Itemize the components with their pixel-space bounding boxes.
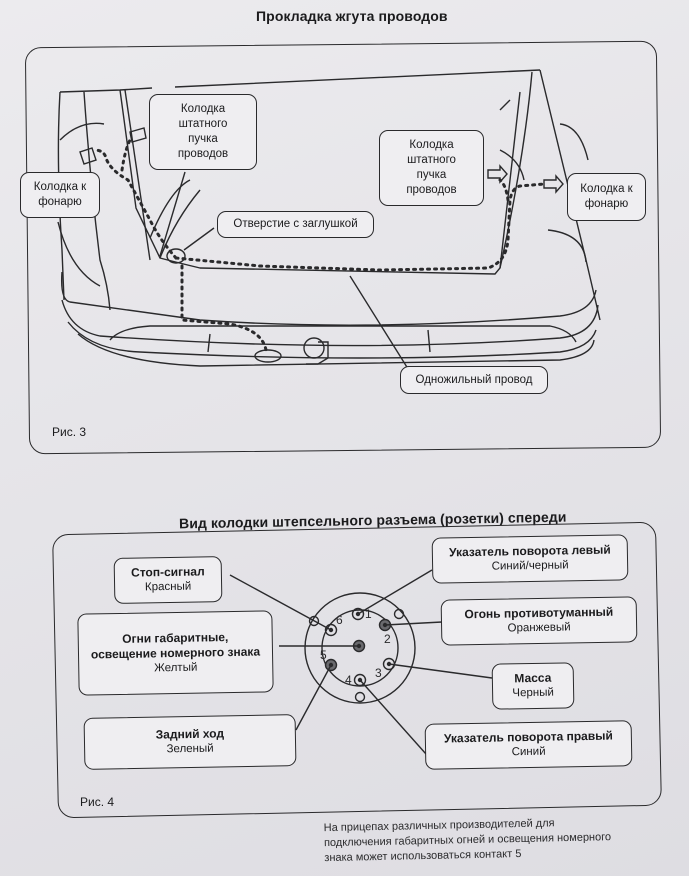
rear-door-left-edge: [83, 91, 111, 311]
harness-connector-arrow-left: [129, 127, 147, 143]
wire-route-main: [174, 182, 546, 272]
plug-hole-leader: [183, 227, 215, 251]
label-pin-2: Огонь противотуманный Оранжевый: [440, 596, 638, 646]
label-text: Колодка к фонарю: [33, 181, 87, 208]
label-lamp-connector-left: Колодка к фонарю: [20, 172, 100, 218]
pin-4-number: 4: [345, 673, 352, 687]
bumper-recess-tick-left: [207, 333, 211, 353]
bumper-upper: [60, 271, 597, 326]
label-text: Отверстие с заглушкой: [233, 218, 358, 230]
pin-function: Задний ход: [155, 726, 225, 742]
label-harness-connector-right: Колодка штатного пучка проводов: [379, 130, 484, 206]
hitch-socket-outline: [254, 349, 282, 363]
figure3-caption: Рис. 3: [52, 425, 87, 439]
label-pin-3: Масса Черный: [491, 662, 575, 710]
lamp-connector-arrow-left: [79, 147, 97, 165]
label-pin-center: Огни габаритные, освещение номерного зна…: [77, 610, 274, 696]
label-text: Колодка к фонарю: [580, 183, 633, 210]
car-body-left-pillar: [57, 91, 65, 301]
label-plug-hole: Отверстие с заглушкой: [217, 211, 374, 238]
pin-function: Стоп-сигнал: [130, 564, 205, 580]
pin-wire-color: Желтый: [154, 661, 198, 674]
pin-function: Огни габаритные, освещение номерного зна…: [90, 629, 261, 661]
car-body-right-pillar: [539, 69, 601, 321]
label-lamp-connector-right: Колодка к фонарю: [567, 173, 646, 221]
leader-pin-6: [229, 574, 332, 631]
footnote: На прицепах различных производителей для…: [323, 817, 612, 865]
bumper-mid: [61, 299, 599, 347]
leader-pin-5: [295, 664, 332, 731]
gate-fold: [124, 89, 151, 261]
pin-function: Огонь противотуманный: [464, 604, 614, 622]
pin-wire-color: Черный: [512, 686, 554, 700]
label-harness-connector-left: Колодка штатного пучка проводов: [149, 94, 257, 170]
leader-pin-1: [357, 569, 433, 615]
wire-route-left: [92, 138, 178, 260]
right-lamp: [547, 123, 589, 263]
pin-wire-color: Зеленый: [166, 742, 214, 756]
pin-1-number: 1: [365, 607, 372, 621]
left-lamp: [57, 122, 105, 287]
pin-wire-color: Синий: [511, 745, 546, 759]
leader-pin-2: [384, 621, 443, 626]
pin-wire-color: Оранжевый: [507, 621, 571, 635]
single-wire-leader: [349, 275, 411, 373]
label-pin-4: Указатель поворота правый Синий: [424, 720, 633, 770]
rear-door-right-edge: [499, 71, 533, 269]
pin-function: Указатель поворота правый: [443, 728, 613, 746]
pin-5-number: 5: [320, 648, 327, 662]
label-text: Колодка штатного пучка проводов: [406, 139, 457, 196]
bumper-lower: [67, 321, 597, 359]
socket-key-hole: [308, 615, 320, 627]
label-text: Колодка штатного пучка проводов: [177, 103, 229, 160]
label-pin-1: Указатель поворота левый Синий/черный: [431, 534, 629, 584]
socket-outer-ring: [304, 592, 416, 704]
lamp-connector-arrow-right: [543, 174, 564, 194]
label-single-wire: Одножильный провод: [400, 366, 548, 394]
socket-key-hole: [354, 691, 366, 703]
tow-ball-icon: [303, 337, 329, 365]
leader-pin-4: [359, 679, 427, 755]
bumper-recess-tick-right: [427, 329, 431, 353]
socket-key-hole: [393, 608, 405, 620]
bumper-recess: [109, 325, 577, 343]
pin-wire-color: Синий/черный: [491, 559, 569, 573]
pin-function: Масса: [514, 670, 552, 686]
label-text: Одножильный провод: [415, 373, 533, 386]
pin-3-number: 3: [375, 666, 382, 680]
plug-hole-marker: [166, 248, 186, 264]
harness-left-leader: [159, 171, 186, 257]
pin-function: Указатель поворота левый: [448, 542, 611, 560]
figure3-title: Прокладка жгута проводов: [256, 8, 448, 24]
pin-2-number: 2: [384, 632, 391, 646]
bumper-bottom: [77, 333, 595, 367]
wire-route-upper-right: [498, 178, 510, 202]
figure4-caption: Рис. 4: [80, 795, 115, 809]
pin-6-number: 6: [336, 613, 343, 627]
pin-wire-color: Красный: [144, 580, 192, 594]
label-pin-5: Задний ход Зеленый: [83, 714, 297, 770]
trim-right: [499, 99, 525, 181]
harness-connector-arrow-right: [487, 164, 508, 184]
label-pin-6: Стоп-сигнал Красный: [113, 556, 223, 604]
window-line: [119, 89, 521, 275]
leader-pin-3: [388, 663, 493, 679]
